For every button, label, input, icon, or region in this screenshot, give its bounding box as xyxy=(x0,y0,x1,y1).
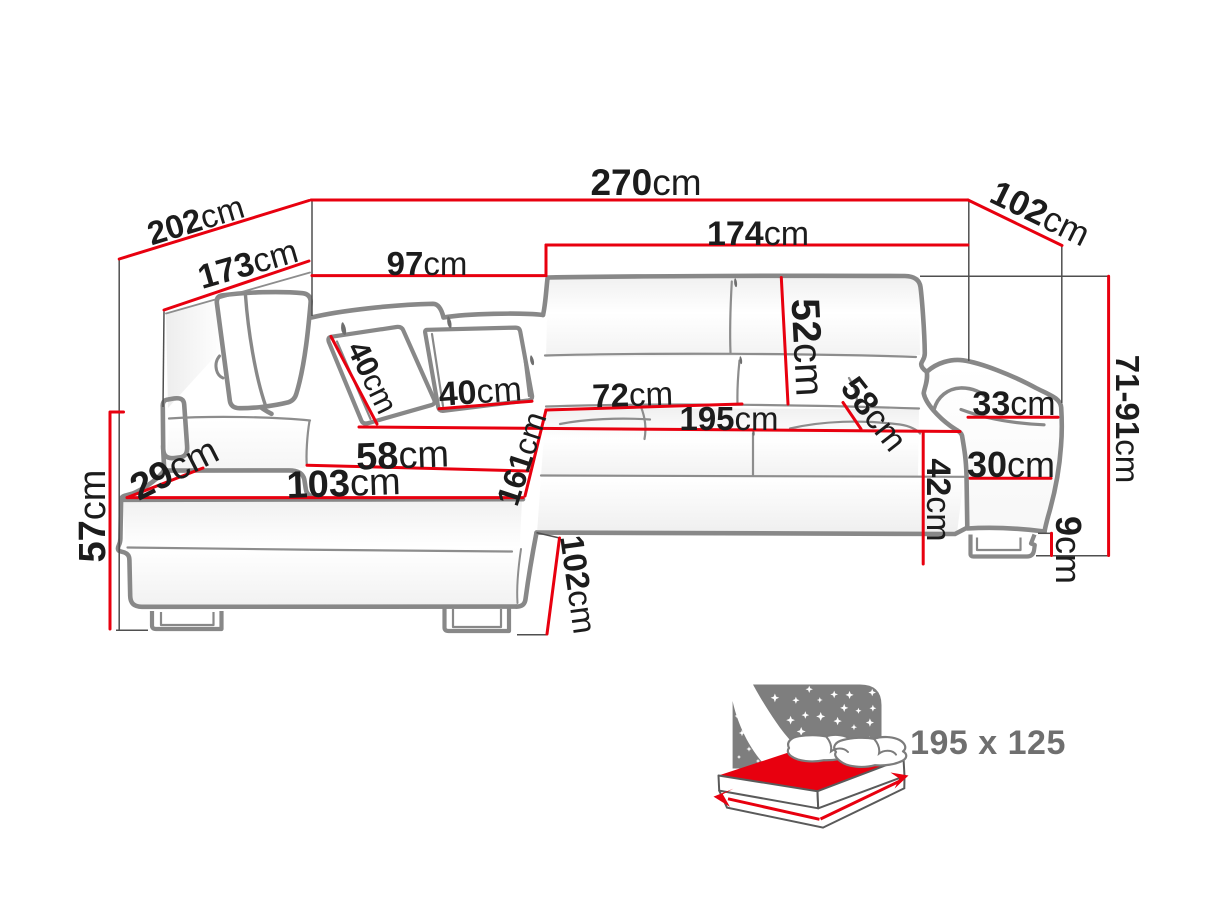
svg-text:40cm: 40cm xyxy=(437,370,523,414)
svg-text:33cm: 33cm xyxy=(972,385,1055,423)
svg-text:97cm: 97cm xyxy=(387,245,468,282)
svg-text:72cm: 72cm xyxy=(592,375,674,415)
svg-text:195 x 125: 195 x 125 xyxy=(910,724,1066,762)
svg-text:103cm: 103cm xyxy=(286,461,401,507)
svg-text:195cm: 195cm xyxy=(679,400,778,437)
svg-text:71-91cm: 71-91cm xyxy=(1109,355,1146,483)
svg-text:52cm: 52cm xyxy=(782,297,831,397)
svg-text:174cm: 174cm xyxy=(707,215,809,253)
svg-text:270cm: 270cm xyxy=(590,162,701,203)
svg-text:57cm: 57cm xyxy=(72,470,114,563)
svg-text:58cm: 58cm xyxy=(355,433,449,478)
svg-text:30cm: 30cm xyxy=(967,444,1055,485)
svg-text:9cm: 9cm xyxy=(1048,516,1089,584)
svg-text:42cm: 42cm xyxy=(919,458,957,541)
